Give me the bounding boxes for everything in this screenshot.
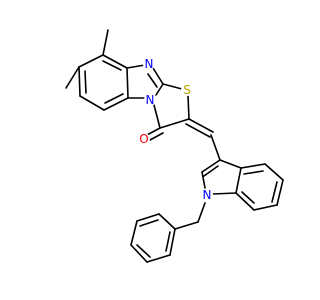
indole-bond-c3-c2 (201, 159, 221, 173)
atom-labels: N N S O N (138, 57, 213, 202)
atom-n-indole-label: N (203, 188, 212, 202)
phenyl-bond-4 (130, 244, 148, 263)
atom-n-bridge-label: N (146, 93, 155, 107)
atom-s-thiazole: S (181, 83, 193, 97)
indole-bond-n1-c7a (212, 192, 237, 195)
atom-n-imidazole: N (143, 57, 155, 71)
indole-bond-c3-c3a (219, 159, 242, 169)
indole-benzo-bond-1-inner (243, 170, 264, 175)
phenyl-bond-4-inner (136, 244, 151, 258)
phenyl-bond-6 (169, 228, 176, 256)
imidazole-bond-n3-c2 (152, 67, 164, 85)
carbonyl-bond-b (149, 132, 164, 141)
atom-n-bridge: N (144, 93, 156, 107)
imidazole-bond-c2-n1 (155, 83, 164, 96)
benzo-bond-2 (78, 66, 81, 97)
indole-benzo-bond-5-inner (241, 191, 255, 204)
indole-bond-c3a-c7a (235, 167, 242, 194)
imidazole-bond-n3-c2-inner (147, 73, 158, 88)
benzo-bond-3 (79, 95, 105, 111)
atom-s-thiazole-label: S (183, 83, 191, 97)
atom-o-carbonyl-label: O (139, 132, 148, 146)
methylidene-bond-c (210, 134, 221, 161)
thiazole-bond-c-co (159, 118, 190, 129)
phenyl-bond-2-inner (139, 219, 159, 227)
indole-bond-c3-c2-inner (203, 165, 219, 177)
indole-benzo-bond-3 (276, 179, 284, 206)
benzyl-bond-n-ch2 (197, 202, 206, 223)
thiazole-bond-s-c (187, 95, 190, 120)
benzo-bond-6-inner (102, 60, 122, 71)
bonds (65, 29, 284, 263)
indole-benzo-bond-4 (253, 204, 278, 211)
indole-benzo-bond-3-inner (271, 181, 278, 203)
thiazole-bond-c2-s (162, 83, 183, 90)
atom-o-carbonyl: O (138, 132, 150, 146)
indole-bond-c2-n1 (201, 171, 206, 189)
methyl-bond-lower (65, 66, 80, 89)
phenyl-bond-6-inner (165, 231, 171, 252)
atom-n-imidazole-label: N (145, 57, 154, 71)
imidazole-bond-c-n3 (126, 64, 146, 69)
indole-benzo-bond-5 (235, 192, 255, 211)
phenyl-bond-1 (158, 213, 176, 230)
phenyl-bond-5 (146, 254, 171, 263)
benzo-bond-4 (103, 97, 129, 111)
benzo-bond-5 (126, 67, 129, 99)
methyl-bond-upper (102, 29, 109, 56)
thiazole-bond-co-n (153, 104, 161, 129)
benzo-bond-6 (102, 54, 128, 69)
carbonyl-bond-a (146, 127, 161, 136)
benzo-bond-4-inner (104, 93, 124, 104)
benzo-bond-1 (78, 54, 104, 68)
indole-benzo-bond-1 (240, 163, 266, 169)
phenyl-bond-2 (136, 213, 160, 222)
methylidene-bond-a (188, 118, 214, 133)
phenyl-bond-3 (130, 220, 138, 246)
molecule-structure: N N S O N (65, 29, 284, 263)
methylidene-bond-b (185, 123, 211, 138)
indole-benzo-bond-2 (264, 163, 284, 181)
atom-n-indole: N (201, 188, 213, 202)
benzo-bond-2-inner (84, 70, 87, 94)
benzyl-bond-ch2-ipso (174, 221, 199, 230)
